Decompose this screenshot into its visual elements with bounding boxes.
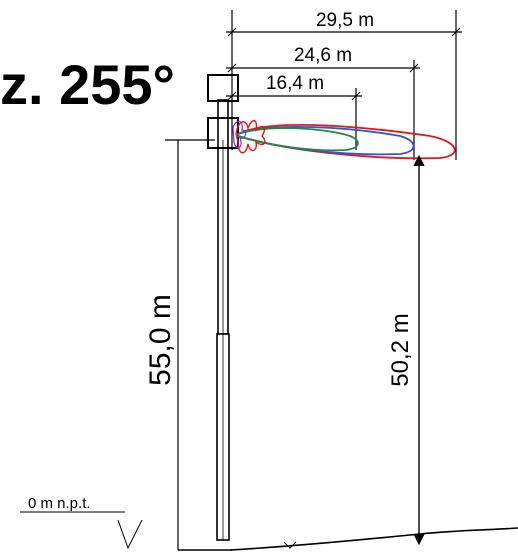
clearance-label: 50,2 m [387,313,414,386]
mast [216,99,230,541]
tick [451,27,461,37]
inner-lobe [237,127,359,152]
azimuth-title: z. 255° [0,53,175,116]
range-dimensions [226,10,462,160]
range-middle-label: 24,6 m [294,45,352,66]
radiation-lobes [232,120,456,160]
ground [20,511,518,551]
antenna-bracket-upper [207,74,239,102]
tick [351,91,361,101]
side-lobes-violet [232,120,247,149]
side-lobes-red [235,120,266,154]
base-marker [283,541,297,549]
mast-height-dimension [165,139,215,550]
tick [227,27,237,37]
tick [227,63,237,73]
tick [409,63,419,73]
ground-level-label: 0 m n.p.t. [28,495,91,512]
range-inner-label: 16,4 m [266,73,324,94]
tick [227,91,237,101]
mast-height-label: 55,0 m [144,294,177,386]
range-outer-label: 29,5 m [316,10,374,31]
ground-marker [117,519,143,550]
terrain-profile [229,527,518,551]
